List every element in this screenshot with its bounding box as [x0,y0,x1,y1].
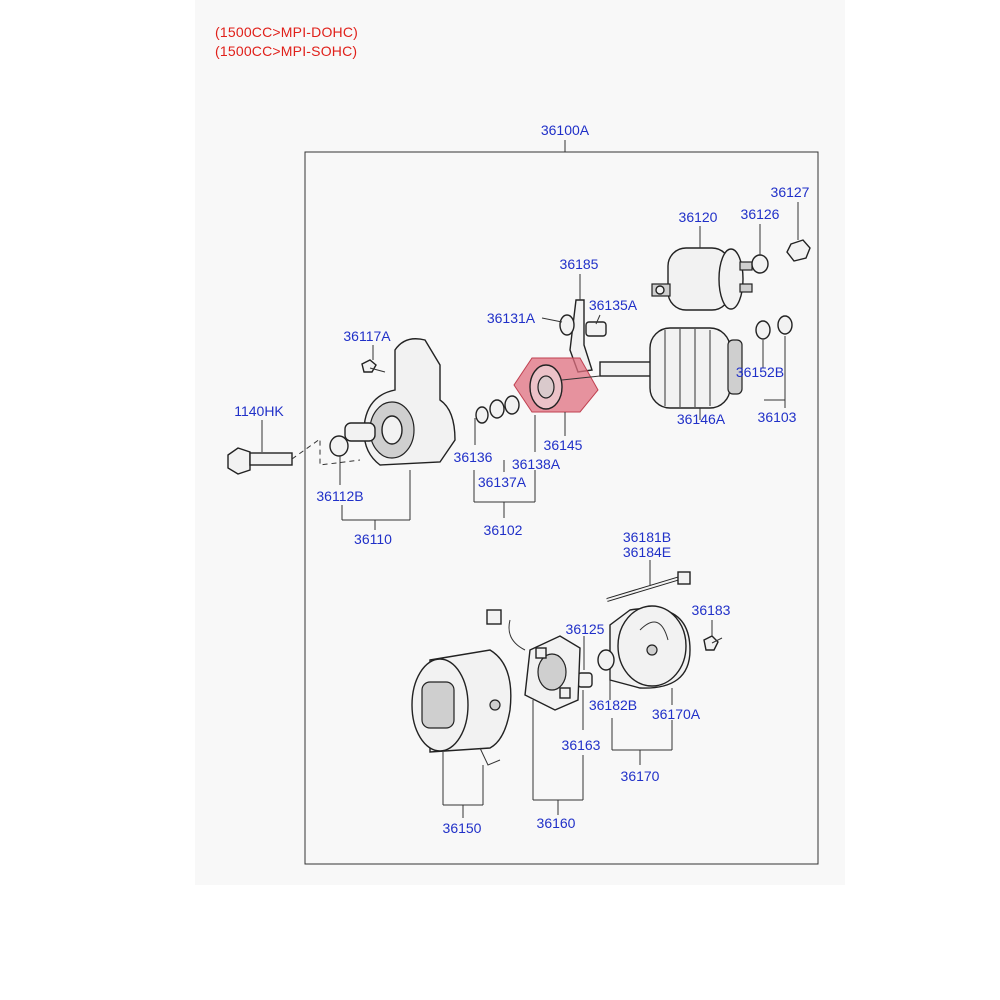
nut-part[interactable] [786,239,811,262]
part-number-36150[interactable]: 36150 [442,820,482,836]
yoke-assembly[interactable] [411,649,512,766]
assembly-frame [304,151,819,865]
rear-cover-screw[interactable] [703,635,723,651]
rear-cover[interactable] [609,605,691,689]
part-number-36131a[interactable]: 36131A [486,310,536,326]
snap-ring[interactable] [475,406,489,424]
thrust-washer[interactable] [755,320,771,340]
part-number-36170a[interactable]: 36170A [651,706,701,722]
engine-variant-dohc: (1500CC>MPI-DOHC) [215,24,359,40]
overrunning-clutch-highlighted[interactable] [513,357,601,413]
part-number-36181b[interactable]: 36181B [622,529,672,545]
part-number-36100a[interactable]: 36100A [540,122,590,138]
part-number-36163[interactable]: 36163 [561,737,601,753]
housing-screw[interactable] [361,359,386,373]
solenoid-switch[interactable] [651,247,753,311]
part-number-36182b[interactable]: 36182B [588,697,638,713]
engine-variant-sohc: (1500CC>MPI-SOHC) [215,43,358,59]
armature[interactable] [599,327,743,409]
part-number-36145[interactable]: 36145 [543,437,583,453]
long-through-bolt[interactable] [606,571,691,602]
shim-washer[interactable] [777,315,793,335]
part-number-36102[interactable]: 36102 [483,522,523,538]
part-number-36184e[interactable]: 36184E [622,544,672,560]
part-number-36170[interactable]: 36170 [620,768,660,784]
through-bolt[interactable] [227,447,293,475]
pinion-stop-collar[interactable] [504,395,520,415]
part-number-36125[interactable]: 36125 [565,621,605,637]
part-number-36110[interactable]: 36110 [354,531,392,547]
washer-part[interactable] [751,254,769,274]
part-number-36183[interactable]: 36183 [691,602,731,618]
part-number-36160[interactable]: 36160 [536,815,576,831]
brush-spring[interactable] [577,672,593,688]
part-number-36126[interactable]: 36126 [740,206,780,222]
front-housing[interactable] [344,338,456,466]
stop-ring[interactable] [489,399,505,419]
diagram-background [195,0,845,885]
part-number-36117a[interactable]: 36117A [343,328,391,344]
part-number-36185[interactable]: 36185 [559,256,599,272]
shift-lever[interactable] [559,299,607,373]
part-number-36135a[interactable]: 36135A [588,297,638,313]
front-bushing[interactable] [329,435,349,457]
brush-holder[interactable] [486,609,581,711]
part-number-36137a[interactable]: 36137A [477,474,527,490]
part-number-36120[interactable]: 36120 [678,209,718,225]
part-number-36152b[interactable]: 36152B [735,364,785,380]
rear-bushing[interactable] [597,649,615,671]
part-number-36112b[interactable]: 36112B [316,488,364,504]
part-number-36103[interactable]: 36103 [757,409,797,425]
part-number-36138a[interactable]: 36138A [511,456,561,472]
part-number-36127[interactable]: 36127 [770,184,810,200]
part-number-36146a[interactable]: 36146A [676,411,726,427]
part-number-36136[interactable]: 36136 [453,449,493,465]
part-number-1140hk[interactable]: 1140HK [234,403,284,419]
